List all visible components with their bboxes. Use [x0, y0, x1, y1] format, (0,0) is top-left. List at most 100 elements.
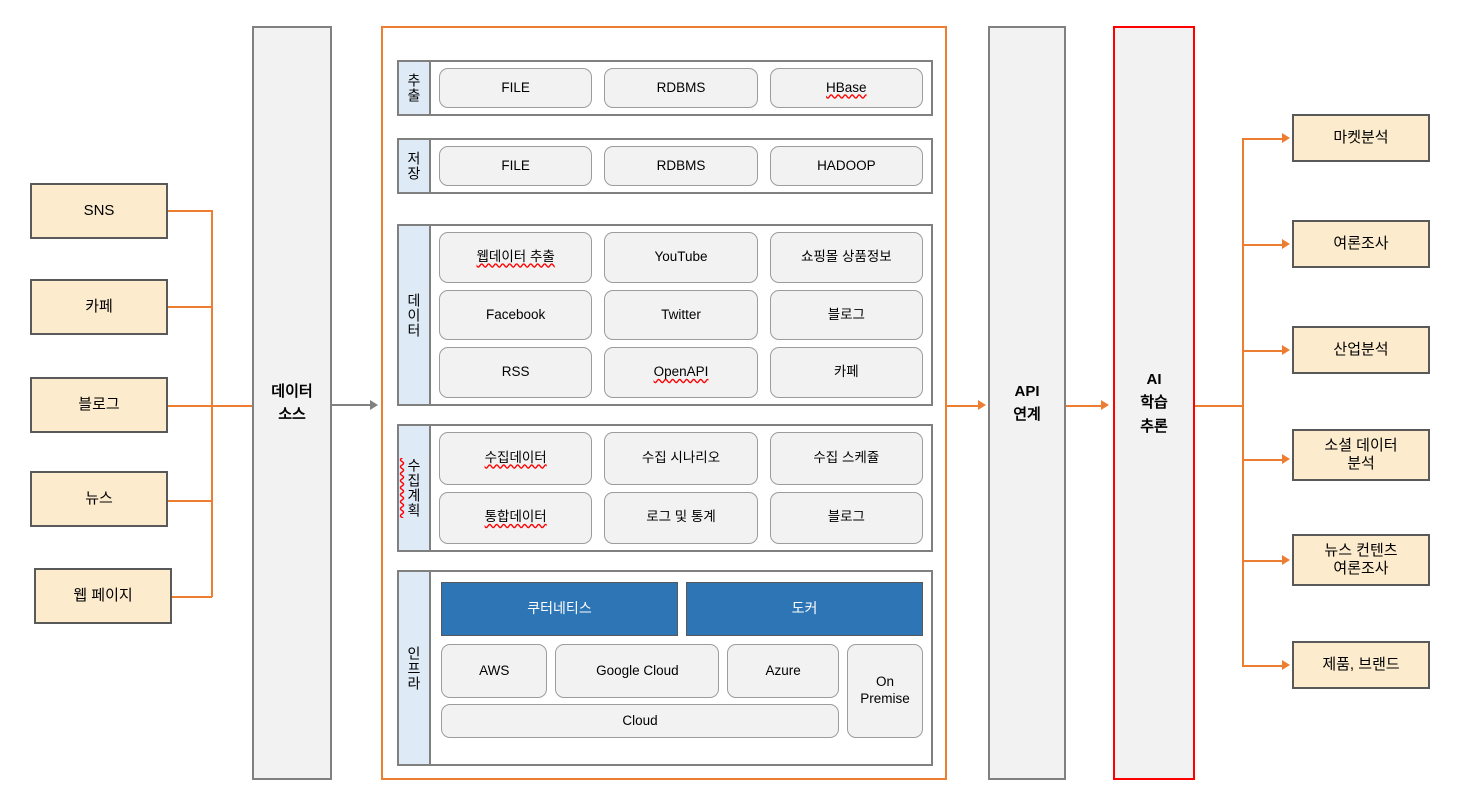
band-body-data: 웹데이터 추출 YouTube 쇼핑몰 상품정보 Facebook Twitte…: [431, 226, 931, 404]
chip-plan-blog[interactable]: 블로그: [769, 491, 923, 544]
chip-data-twitter[interactable]: Twitter: [604, 289, 758, 341]
arrow-datasource-to-platform: [370, 400, 378, 410]
chip-data-youtube[interactable]: YouTube: [604, 232, 758, 283]
chip-label: 로그 및 통계: [646, 509, 716, 525]
connector-cafe: [168, 306, 212, 308]
band-label-plan-text: 수집계획: [406, 458, 422, 518]
chip-infra-azure[interactable]: Azure: [727, 644, 839, 698]
source-label: 블로그: [78, 396, 120, 413]
chip-infra-on-premise[interactable]: On Premise: [847, 644, 923, 738]
chip-data-rss[interactable]: RSS: [439, 347, 593, 399]
connector-news: [168, 500, 212, 502]
chip-label: 통합데이터: [484, 509, 547, 525]
chip-label: Google Cloud: [596, 662, 679, 678]
chip-label: 수집 시나리오: [641, 449, 721, 465]
chip-label: FILE: [501, 79, 530, 95]
source-box-blog[interactable]: 블로그: [30, 377, 168, 433]
platform-panel: 추출 FILE RDBMS HBase 저장: [381, 26, 947, 780]
source-box-webpage[interactable]: 웹 페이지: [34, 568, 172, 624]
chip-extract-rdbms[interactable]: RDBMS: [604, 68, 758, 108]
source-box-sns[interactable]: SNS: [30, 183, 168, 239]
output-box-market-analysis[interactable]: 마켓분석: [1292, 114, 1430, 162]
chip-plan-integrated-data[interactable]: 통합데이터: [439, 491, 593, 544]
band-plan: 수집계획 수집데이터 수집 시나리오 수집 스케쥴 통합데이터: [397, 424, 933, 552]
source-box-cafe[interactable]: 카페: [30, 279, 168, 335]
connector-output-4: [1242, 459, 1286, 461]
infra-orchestration-row: 쿠터네티스 도커: [441, 582, 923, 636]
connector-datasource-to-platform: [332, 404, 372, 406]
band-label-infra: 인프라: [399, 572, 431, 764]
chip-label: Facebook: [486, 306, 546, 322]
chip-label: HBase: [826, 79, 867, 95]
chip-store-rdbms[interactable]: RDBMS: [604, 146, 758, 186]
output-label: 소셜 데이터 분석: [1324, 437, 1398, 472]
band-extract: 추출 FILE RDBMS HBase: [397, 60, 933, 116]
connector-sns: [168, 210, 212, 212]
connector-spine: [211, 210, 213, 597]
chip-plan-collect-data[interactable]: 수집데이터: [439, 432, 593, 485]
chip-label: 웹데이터 추출: [476, 248, 555, 264]
chip-data-facebook[interactable]: Facebook: [439, 289, 593, 341]
chip-label: 블로그: [827, 509, 865, 525]
output-label: 마켓분석: [1333, 129, 1389, 146]
chip-data-blog[interactable]: 블로그: [769, 289, 923, 341]
output-box-news-content-poll[interactable]: 뉴스 컨텐츠 여론조사: [1292, 534, 1430, 586]
chip-plan-schedule[interactable]: 수집 스케쥴: [769, 432, 923, 485]
pillar-line-1: AI: [1146, 371, 1162, 389]
connector-spine-to-datasource: [211, 405, 253, 407]
chip-plan-scenario[interactable]: 수집 시나리오: [604, 432, 758, 485]
band-body-plan: 수집데이터 수집 시나리오 수집 스케쥴 통합데이터 로그 및 통계: [431, 426, 931, 550]
pillar-data-source[interactable]: 데이터 소스: [252, 26, 332, 780]
chip-infra-google-cloud[interactable]: Google Cloud: [555, 644, 720, 698]
band-data: 데이터 웹데이터 추출 YouTube 쇼핑몰 상품정보 Facebook: [397, 224, 933, 406]
chip-infra-cloud-bar[interactable]: Cloud: [441, 704, 839, 738]
chip-data-web-extract[interactable]: 웹데이터 추출: [439, 232, 593, 283]
chip-extract-file[interactable]: FILE: [439, 68, 593, 108]
output-box-poll[interactable]: 여론조사: [1292, 220, 1430, 268]
band-store: 저장 FILE RDBMS HADOOP: [397, 138, 933, 194]
pillar-ai[interactable]: AI 학습 추론: [1113, 26, 1195, 780]
chip-label: OpenAPI: [653, 364, 709, 380]
source-label: 웹 페이지: [73, 587, 133, 604]
chip-data-cafe[interactable]: 카페: [769, 347, 923, 399]
chip-label: 쿠터네티스: [527, 600, 592, 617]
chip-plan-log-stats[interactable]: 로그 및 통계: [604, 491, 758, 544]
arrow-output-6: [1282, 660, 1290, 670]
chip-data-openapi[interactable]: OpenAPI: [604, 347, 758, 399]
chip-label: 수집 스케쥴: [813, 449, 880, 465]
connector-ai-out: [1195, 405, 1243, 407]
output-box-product-brand[interactable]: 제품, 브랜드: [1292, 641, 1430, 689]
pillar-line-1: 데이터: [271, 382, 313, 400]
chip-extract-hbase[interactable]: HBase: [769, 68, 923, 108]
arrow-platform-to-api: [978, 400, 986, 410]
output-label: 제품, 브랜드: [1322, 656, 1400, 673]
output-label: 산업분석: [1333, 341, 1389, 358]
arrow-output-1: [1282, 133, 1290, 143]
chip-label: 수집데이터: [484, 449, 547, 465]
chip-infra-aws[interactable]: AWS: [441, 644, 548, 698]
chip-data-shopping[interactable]: 쇼핑몰 상품정보: [769, 232, 923, 283]
source-box-news[interactable]: 뉴스: [30, 471, 168, 527]
output-label: 뉴스 컨텐츠 여론조사: [1324, 542, 1398, 577]
band-label-extract: 추출: [399, 62, 431, 114]
chip-label: 블로그: [827, 306, 865, 322]
band-label-store: 저장: [399, 140, 431, 192]
chip-label: On Premise: [860, 674, 910, 706]
chip-store-hadoop[interactable]: HADOOP: [769, 146, 923, 186]
chip-label: FILE: [501, 157, 530, 173]
chip-infra-docker[interactable]: 도커: [686, 582, 923, 636]
chip-store-file[interactable]: FILE: [439, 146, 593, 186]
pillar-line-2: 소스: [278, 406, 306, 423]
arrow-output-3: [1282, 345, 1290, 355]
chip-label: RDBMS: [656, 157, 706, 173]
output-box-social-data-analysis[interactable]: 소셜 데이터 분석: [1292, 429, 1430, 481]
pillar-line-1: API: [1014, 382, 1040, 400]
band-body-store: FILE RDBMS HADOOP: [431, 140, 931, 192]
output-box-industry-analysis[interactable]: 산업분석: [1292, 326, 1430, 374]
source-label: 뉴스: [85, 490, 113, 507]
pillar-api[interactable]: API 연계: [988, 26, 1066, 780]
arrow-output-5: [1282, 555, 1290, 565]
chip-infra-kubernetes[interactable]: 쿠터네티스: [441, 582, 678, 636]
chip-label: RDBMS: [656, 79, 706, 95]
